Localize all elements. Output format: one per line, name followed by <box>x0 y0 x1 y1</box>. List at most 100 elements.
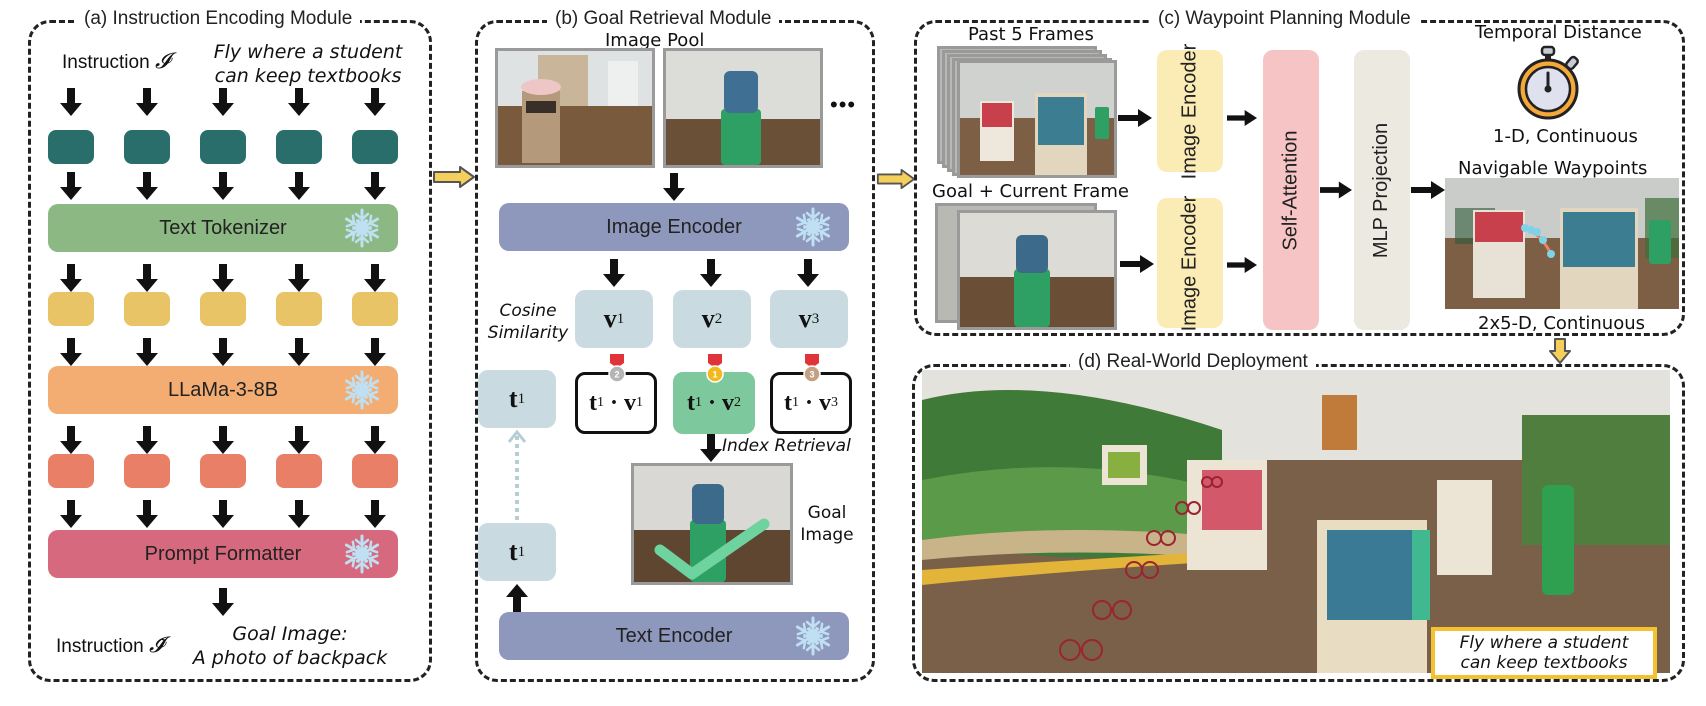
dotted-up-arrow <box>507 429 527 524</box>
right-arrow-icon <box>1227 257 1257 273</box>
down-arrow-icon <box>797 259 819 287</box>
vector-subscript: 1 <box>616 310 625 327</box>
deployment-caption-line1: Fly where a student <box>1459 633 1629 653</box>
snowflake-icon <box>344 208 380 248</box>
vector-symbol: v <box>603 304 617 333</box>
goal-current-label: Goal + Current Frame <box>932 181 1129 202</box>
down-arrow-icon <box>288 426 310 454</box>
token-row1-token <box>276 130 322 164</box>
panel-a-title: (a) Instruction Encoding Module <box>76 8 361 30</box>
deployment-caption-line2: can keep textbooks <box>1460 653 1628 673</box>
pool-image-backpack <box>663 48 823 168</box>
down-arrow-icon <box>136 338 158 366</box>
snowflake-icon <box>795 616 831 656</box>
llm-label: LLaMa-3-8B <box>167 378 279 401</box>
token-row2-token <box>124 292 170 326</box>
dot-t: t <box>686 389 695 416</box>
current-frame <box>957 210 1117 330</box>
deployment-caption: Fly where a student can keep textbooks <box>1431 627 1657 679</box>
down-arrow-icon <box>364 172 386 200</box>
token-row1-token <box>200 130 246 164</box>
down-arrow-icon <box>663 173 685 201</box>
down-arrow-icon <box>364 88 386 116</box>
instruction-text-line1: Fly where a student <box>213 41 403 63</box>
down-arrow-icon <box>136 88 158 116</box>
dot-v: v <box>722 389 734 416</box>
dot-t: t <box>588 389 597 416</box>
down-arrow-icon <box>364 264 386 292</box>
svg-text:2: 2 <box>614 370 619 380</box>
down-arrow-icon <box>212 500 234 528</box>
down-arrow-icon <box>136 172 158 200</box>
dot-v-sub: 2 <box>734 395 741 410</box>
goal-image-graphic <box>634 466 790 582</box>
right-arrow-icon <box>1411 181 1445 199</box>
mlp-projection-label: MLP Projection <box>1370 122 1393 258</box>
down-arrow-icon <box>288 500 310 528</box>
up-arrow-icon <box>506 584 528 612</box>
output-text-line2: A photo of backpack <box>192 647 388 669</box>
waypoints-image <box>1445 178 1679 309</box>
panel-d-title: (d) Real-World Deployment <box>1070 351 1316 373</box>
output-instruction-symbol: 𝓘̃ <box>148 632 164 657</box>
dot-t: t <box>783 389 792 416</box>
past-frame-graphic <box>960 63 1114 175</box>
down-arrow-icon <box>212 338 234 366</box>
output-instruction-label: Instruction 𝓘̃ <box>56 632 164 658</box>
text-encoder-label: Text Encoder <box>615 624 733 647</box>
instruction-symbol: 𝓘 <box>154 48 170 73</box>
token-row2-token <box>48 292 94 326</box>
down-arrow-icon <box>136 500 158 528</box>
image-encoder-bottom-block: Image Encoder <box>1157 195 1223 331</box>
down-arrow-icon <box>288 88 310 116</box>
image-encoder-top-block: Image Encoder <box>1157 43 1223 179</box>
waypoints-dimension-label: 2x5-D, Continuous <box>1478 313 1646 334</box>
snowflake-icon <box>344 370 380 410</box>
prompt-formatter-block: Prompt Formatter <box>48 530 398 578</box>
down-arrow-icon <box>603 259 625 287</box>
past-frame-latest <box>957 60 1117 178</box>
pool-image-backpack-graphic <box>666 51 820 165</box>
image-encoder-label: Image Encoder <box>606 215 742 238</box>
flow-arrow-b-to-c <box>876 169 916 189</box>
down-arrow-icon <box>700 259 722 287</box>
down-arrow-icon <box>212 172 234 200</box>
flow-arrow-c-to-d <box>1549 338 1571 364</box>
token-row3-token <box>352 454 398 488</box>
vector-symbol: t <box>508 537 518 566</box>
llm-block: LLaMa-3-8B <box>48 366 398 414</box>
medal-icon: 1 <box>706 354 724 383</box>
token-row1-token <box>352 130 398 164</box>
snowflake-icon <box>344 534 380 574</box>
dot-v: v <box>819 389 831 416</box>
down-arrow-icon <box>364 426 386 454</box>
output-text-line1: Goal Image: <box>232 623 348 645</box>
current-frame-graphic <box>960 213 1114 327</box>
down-arrow-icon <box>288 264 310 292</box>
goal-image <box>631 463 793 585</box>
dot-v: v <box>624 389 636 416</box>
down-arrow-icon <box>364 500 386 528</box>
down-arrow-icon <box>212 88 234 116</box>
token-row1-token <box>48 130 94 164</box>
instruction-text: Fly where a student can keep textbooks <box>208 40 408 88</box>
instruction-label-text: Instruction <box>62 52 150 73</box>
vector-subscript: 2 <box>714 310 723 327</box>
snowflake-icon <box>795 207 831 247</box>
self-attention-block: Self-Attention <box>1263 50 1319 330</box>
dot-v-sub: 1 <box>636 395 643 410</box>
vector-symbol: t <box>508 384 518 413</box>
deployment-photo <box>922 370 1670 673</box>
cosine-label-line1: Cosine <box>499 301 557 321</box>
panel-c-title: (c) Waypoint Planning Module <box>1150 8 1419 30</box>
token-row3-token <box>276 454 322 488</box>
output-instruction-text: Goal Image: A photo of backpack <box>180 622 400 670</box>
text-tokenizer-block: Text Tokenizer <box>48 204 398 252</box>
temporal-distance-label: Temporal Distance <box>1475 22 1642 43</box>
temporal-dimension-label: 1-D, Continuous <box>1493 126 1638 147</box>
vector-subscript: 3 <box>811 310 820 327</box>
pool-image-trashbin-graphic <box>498 51 652 165</box>
